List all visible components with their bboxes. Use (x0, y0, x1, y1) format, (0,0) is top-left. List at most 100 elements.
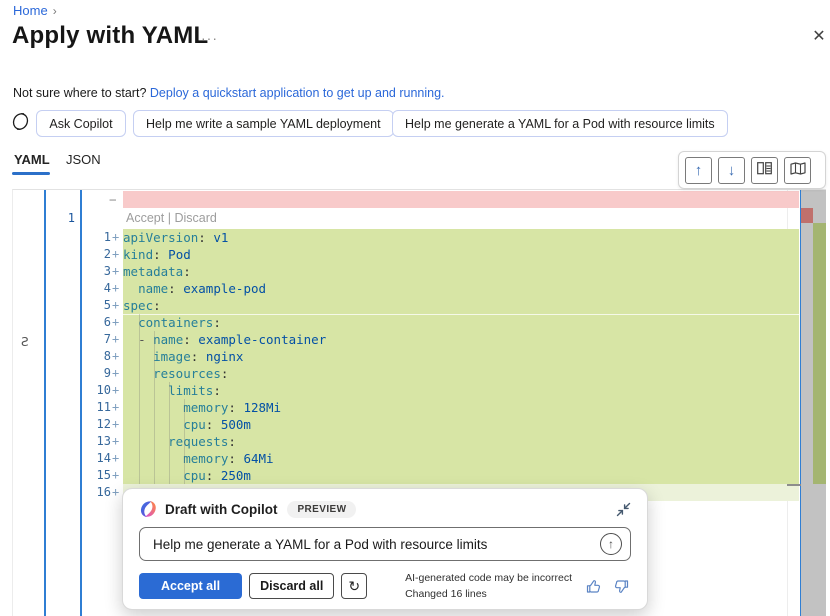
previous-change-button[interactable]: ↑ (685, 156, 712, 184)
discard-all-button[interactable]: Discard all (249, 573, 335, 599)
code-line-content: memory: 128Mi (123, 399, 799, 416)
code-line-content: cpu: 250m (123, 467, 799, 484)
tab-json[interactable]: JSON (66, 152, 101, 167)
line-number: 5 (103, 298, 111, 312)
indent-guide (184, 399, 185, 484)
code-line-content: image: nginx (123, 348, 799, 365)
arrow-down-icon: ↓ (727, 161, 736, 179)
diff-editor-toolbar: ↑ ↓ (678, 151, 826, 189)
line-number: 16 (96, 485, 111, 499)
tab-yaml[interactable]: YAML (14, 152, 50, 167)
regenerate-button[interactable]: ↻ (341, 573, 368, 599)
close-icon[interactable]: ✕ (812, 28, 826, 45)
added-line-plus-sign: + (112, 400, 120, 414)
code-line-content: cpu: 500m (123, 416, 799, 433)
accept-all-button[interactable]: Accept all (139, 573, 243, 599)
code-line: 14+ memory: 64Mi (13, 450, 799, 467)
next-change-button[interactable]: ↓ (718, 156, 745, 184)
deleted-line-row: − (13, 191, 827, 208)
send-arrow-icon: ↑ (608, 537, 614, 551)
added-line-plus-sign: + (112, 281, 120, 295)
code-line: 7+ - name: example-container (13, 331, 799, 348)
copilot-gutter-glyph[interactable]: Ƨ (21, 335, 29, 349)
line-number: 3 (103, 264, 111, 278)
added-line-plus-sign: + (112, 332, 120, 346)
suggestion-write-yaml-button[interactable]: Help me write a sample YAML deployment (133, 110, 394, 137)
line-number: 1 (103, 230, 111, 244)
editor-scrollbar[interactable] (801, 190, 826, 616)
added-line-plus-sign: + (112, 349, 120, 363)
code-line-content: kind: Pod (123, 246, 799, 263)
banner-text: Not sure where to start? (13, 86, 147, 100)
code-line: 13+ requests: (13, 433, 799, 450)
active-tab-underline (12, 172, 50, 175)
code-line: 2+kind: Pod (13, 246, 799, 263)
gutter-divider-line (44, 190, 46, 616)
code-line-content: - name: example-container (123, 331, 799, 348)
gutter-divider-line (80, 190, 82, 616)
line-number: 13 (96, 434, 111, 448)
suggestion-generate-pod-button[interactable]: Help me generate a YAML for a Pod with r… (392, 110, 728, 137)
deleted-line-highlight (123, 191, 799, 208)
code-line-content: name: example-pod (123, 280, 799, 297)
code-line-content: metadata: (123, 263, 799, 280)
arrow-up-icon: ↑ (694, 161, 703, 179)
added-line-plus-sign: + (112, 366, 120, 380)
line-number: 11 (96, 400, 111, 414)
accept-discard-separator: | (167, 211, 171, 225)
code-line: 6+ containers: (13, 314, 799, 331)
split-view-icon (757, 161, 772, 179)
preview-badge: PREVIEW (287, 500, 357, 518)
discard-change-link[interactable]: Discard (174, 211, 217, 225)
line-number: 2 (103, 247, 111, 261)
refresh-icon: ↻ (348, 577, 361, 594)
ask-copilot-button[interactable]: Ask Copilot (36, 110, 126, 137)
map-icon (789, 161, 806, 179)
thumbs-down-icon[interactable] (614, 579, 629, 594)
line-number: 7 (103, 332, 111, 346)
overview-map-button[interactable] (784, 156, 811, 184)
thumbs-up-icon[interactable] (586, 579, 601, 594)
code-line: 5+spec: (13, 297, 799, 314)
line-number: 4 (103, 281, 111, 295)
ai-disclaimer-text: AI-generated code may be incorrect (405, 572, 572, 584)
line-number: 10 (96, 383, 111, 397)
breadcrumb: Home › (13, 3, 57, 18)
overview-added-marker (813, 223, 826, 484)
added-line-plus-sign: + (112, 383, 120, 397)
original-line-number: 1 (67, 211, 75, 225)
code-line: 10+ limits: (13, 382, 799, 399)
added-line-plus-sign: + (112, 485, 120, 499)
copilot-prompt-input[interactable] (139, 527, 631, 561)
accept-change-link[interactable]: Accept (126, 211, 165, 225)
send-prompt-button[interactable]: ↑ (600, 533, 622, 555)
side-by-side-view-button[interactable] (751, 156, 778, 184)
quickstart-banner: Not sure where to start? Deploy a quicks… (13, 86, 445, 100)
added-line-plus-sign: + (112, 264, 120, 278)
code-line-content: spec: (123, 297, 799, 314)
overview-deleted-marker (801, 208, 813, 223)
copilot-outline-icon (11, 112, 30, 136)
breadcrumb-chevron-icon: › (52, 4, 57, 18)
code-line-content: containers: (123, 314, 799, 331)
indent-guide (139, 314, 140, 484)
breadcrumb-home-link[interactable]: Home (13, 3, 48, 18)
minimap-slider-edge (787, 484, 801, 486)
code-line-content: apiVersion: v1 (123, 229, 799, 246)
dialog-title: Draft with Copilot (165, 501, 278, 517)
diff-action-row: 1 Accept | Discard (13, 208, 799, 229)
more-options-button[interactable]: ··· (201, 30, 218, 46)
copilot-logo-icon (139, 500, 157, 518)
indent-guide (154, 331, 155, 484)
code-line: 9+ resources: (13, 365, 799, 382)
draft-with-copilot-dialog: Draft with Copilot PREVIEW ↑ Accept all … (122, 488, 648, 610)
code-line-content: limits: (123, 382, 799, 399)
collapse-dialog-icon[interactable] (616, 502, 631, 517)
added-line-plus-sign: + (112, 468, 120, 482)
indent-guide (169, 382, 170, 484)
added-line-plus-sign: + (112, 417, 120, 431)
quickstart-link[interactable]: Deploy a quickstart application to get u… (149, 86, 445, 100)
added-line-plus-sign: + (112, 451, 120, 465)
